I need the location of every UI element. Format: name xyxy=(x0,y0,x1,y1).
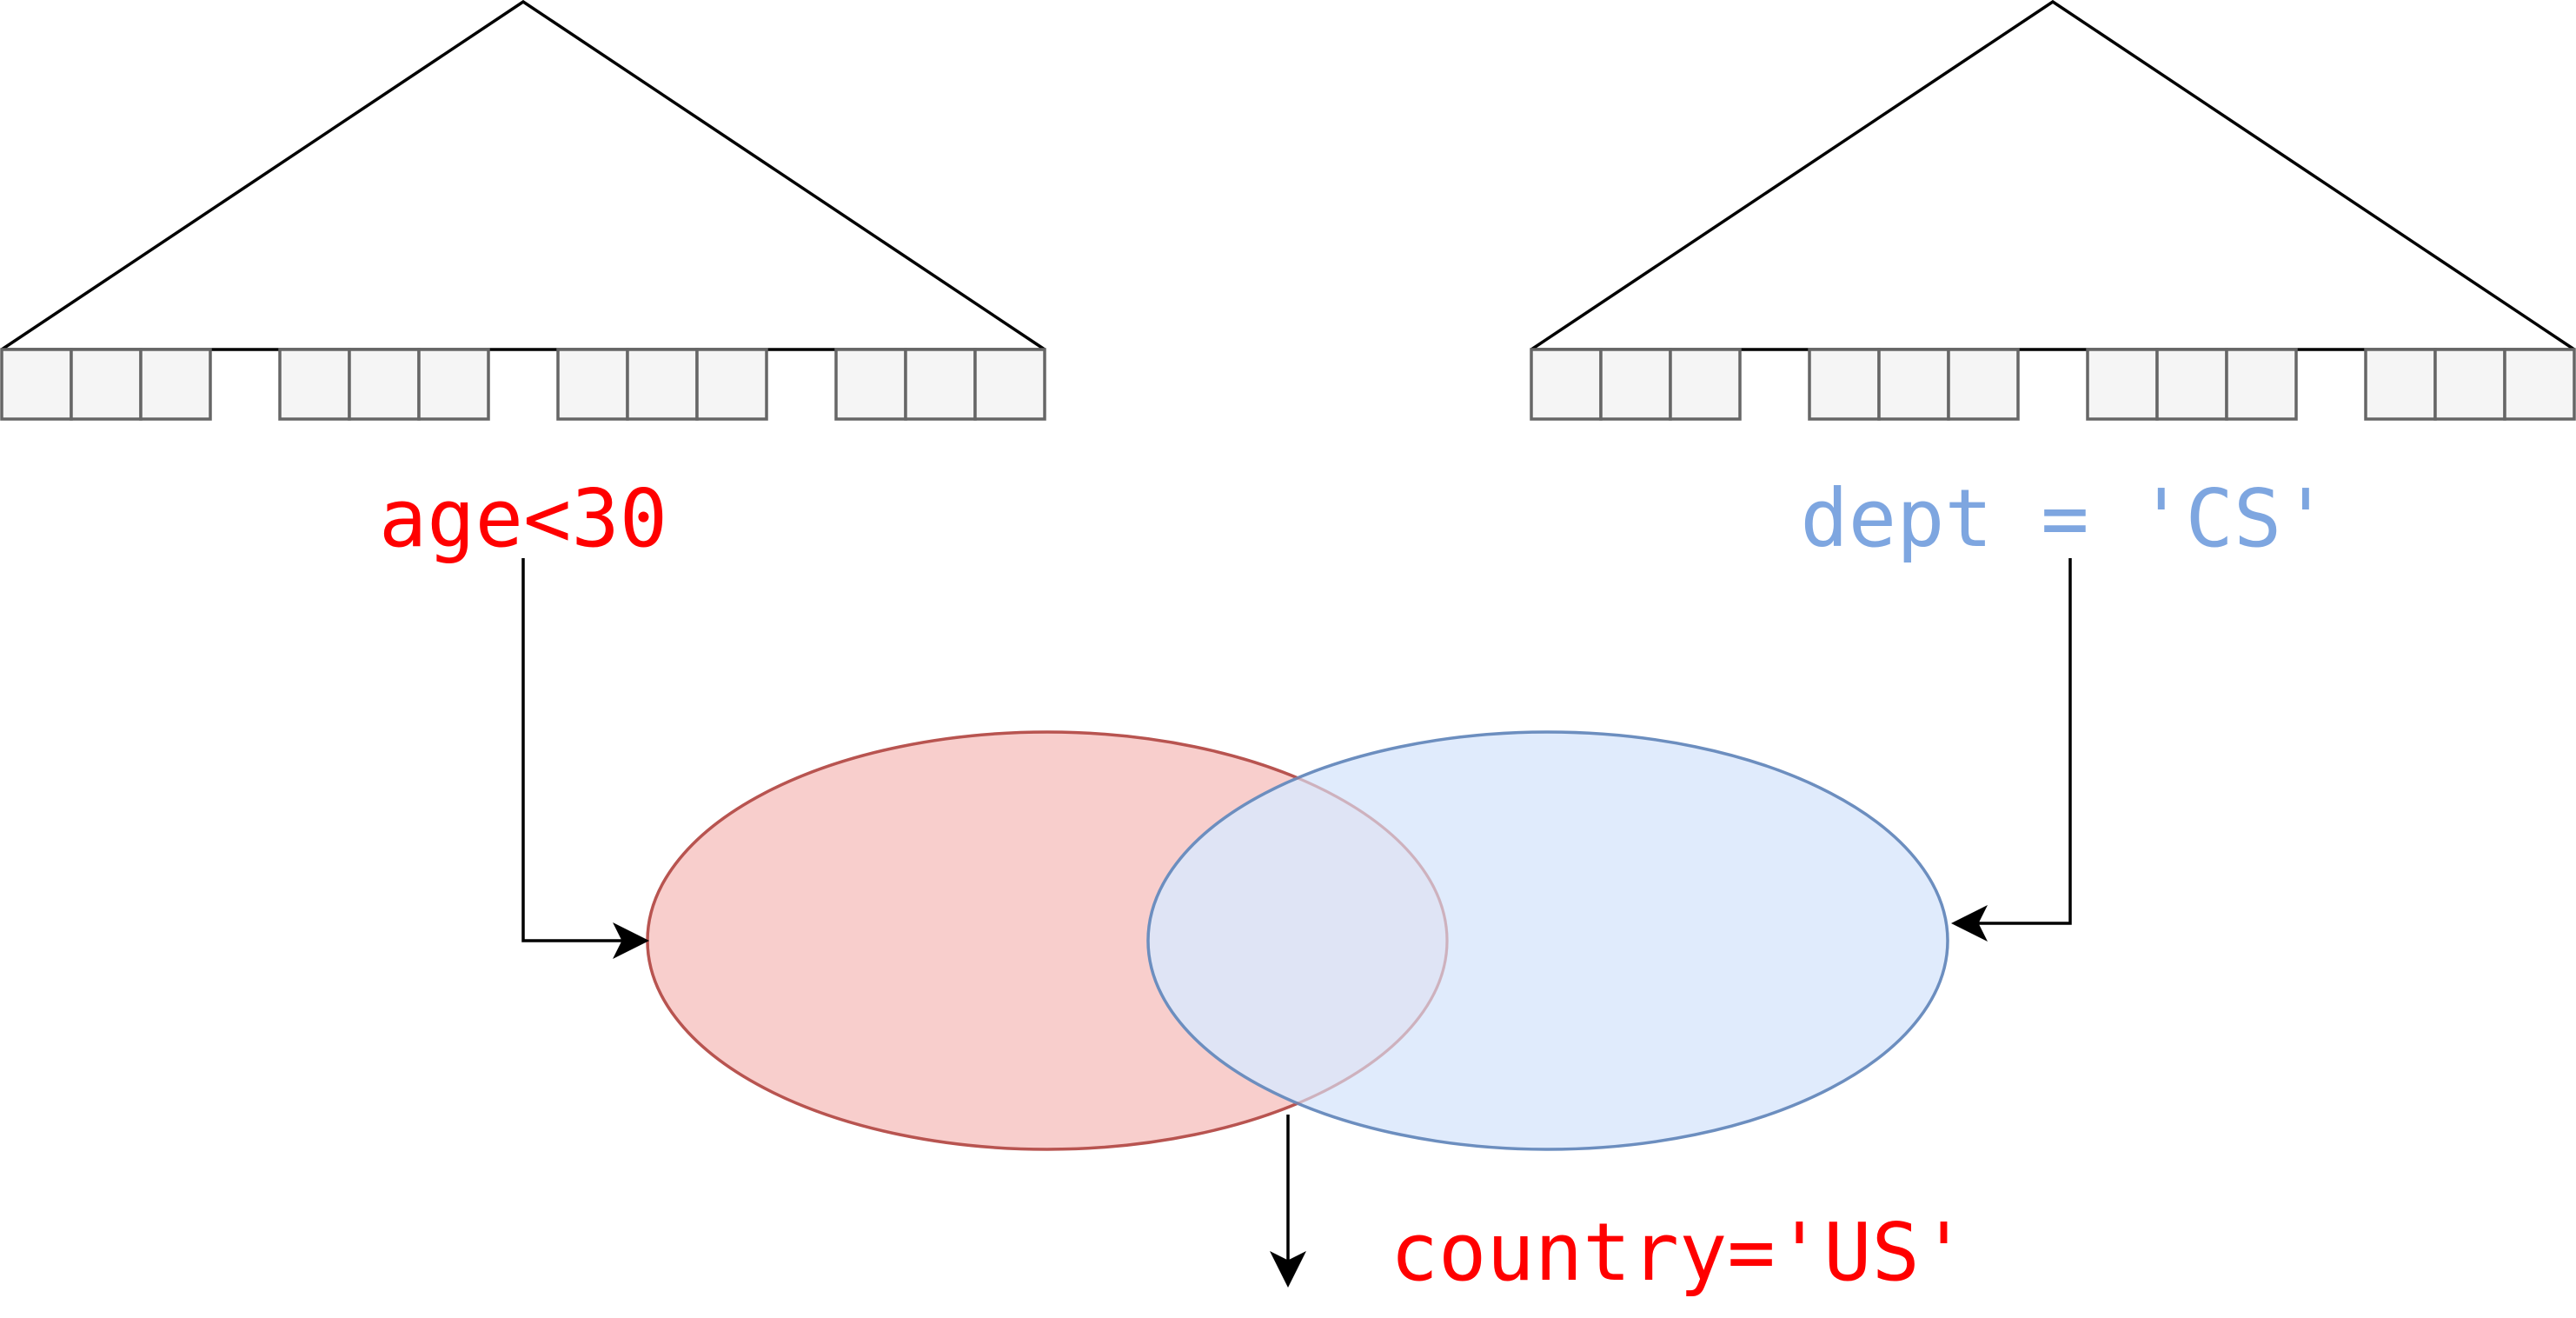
right-btree-leaves xyxy=(1530,348,2576,421)
result-predicate-label: country='US' xyxy=(1391,1206,1969,1299)
right-result-set xyxy=(1146,730,1949,1151)
left-btree-leaves xyxy=(0,348,1046,421)
right-predicate-label: dept = 'CS' xyxy=(1800,472,2329,565)
leaf-entry xyxy=(2364,348,2437,421)
leaf-entry xyxy=(417,348,490,421)
leaf-entry xyxy=(70,348,143,421)
leaf-entry xyxy=(556,348,629,421)
leaf-node xyxy=(556,348,768,421)
leaf-entry xyxy=(1877,348,1950,421)
leaf-entry xyxy=(1947,348,2020,421)
leaf-node xyxy=(278,348,490,421)
leaf-entry xyxy=(2503,348,2576,421)
leaf-entry xyxy=(626,348,699,421)
leaf-entry xyxy=(1808,348,1881,421)
leaf-node xyxy=(2364,348,2576,421)
leaf-entry xyxy=(834,348,907,421)
leaf-entry xyxy=(973,348,1046,421)
left-btree-index xyxy=(0,0,1046,421)
leaf-node xyxy=(1808,348,2020,421)
right-predicate-arrow xyxy=(1951,558,2072,942)
leaf-entry xyxy=(278,348,351,421)
leaf-entry xyxy=(2086,348,2159,421)
leaf-entry xyxy=(2225,348,2298,421)
leaf-entry xyxy=(695,348,768,421)
leaf-node xyxy=(0,348,212,421)
left-predicate-label: age<30 xyxy=(379,472,667,565)
left-btree-triangle xyxy=(1,0,1046,351)
leaf-node xyxy=(1530,348,1742,421)
leaf-entry xyxy=(1530,348,1603,421)
leaf-entry xyxy=(139,348,212,421)
leaf-node xyxy=(2086,348,2298,421)
leaf-entry xyxy=(1669,348,1742,421)
leaf-entry xyxy=(348,348,421,421)
leaf-entry xyxy=(1599,348,1672,421)
right-btree-index xyxy=(1530,0,2576,421)
leaf-entry xyxy=(0,348,73,421)
leaf-entry xyxy=(2433,348,2506,421)
leaf-node xyxy=(834,348,1046,421)
leaf-entry xyxy=(2155,348,2228,421)
left-predicate-arrow xyxy=(521,558,649,959)
right-btree-triangle xyxy=(1530,0,2575,351)
leaf-entry xyxy=(904,348,977,421)
